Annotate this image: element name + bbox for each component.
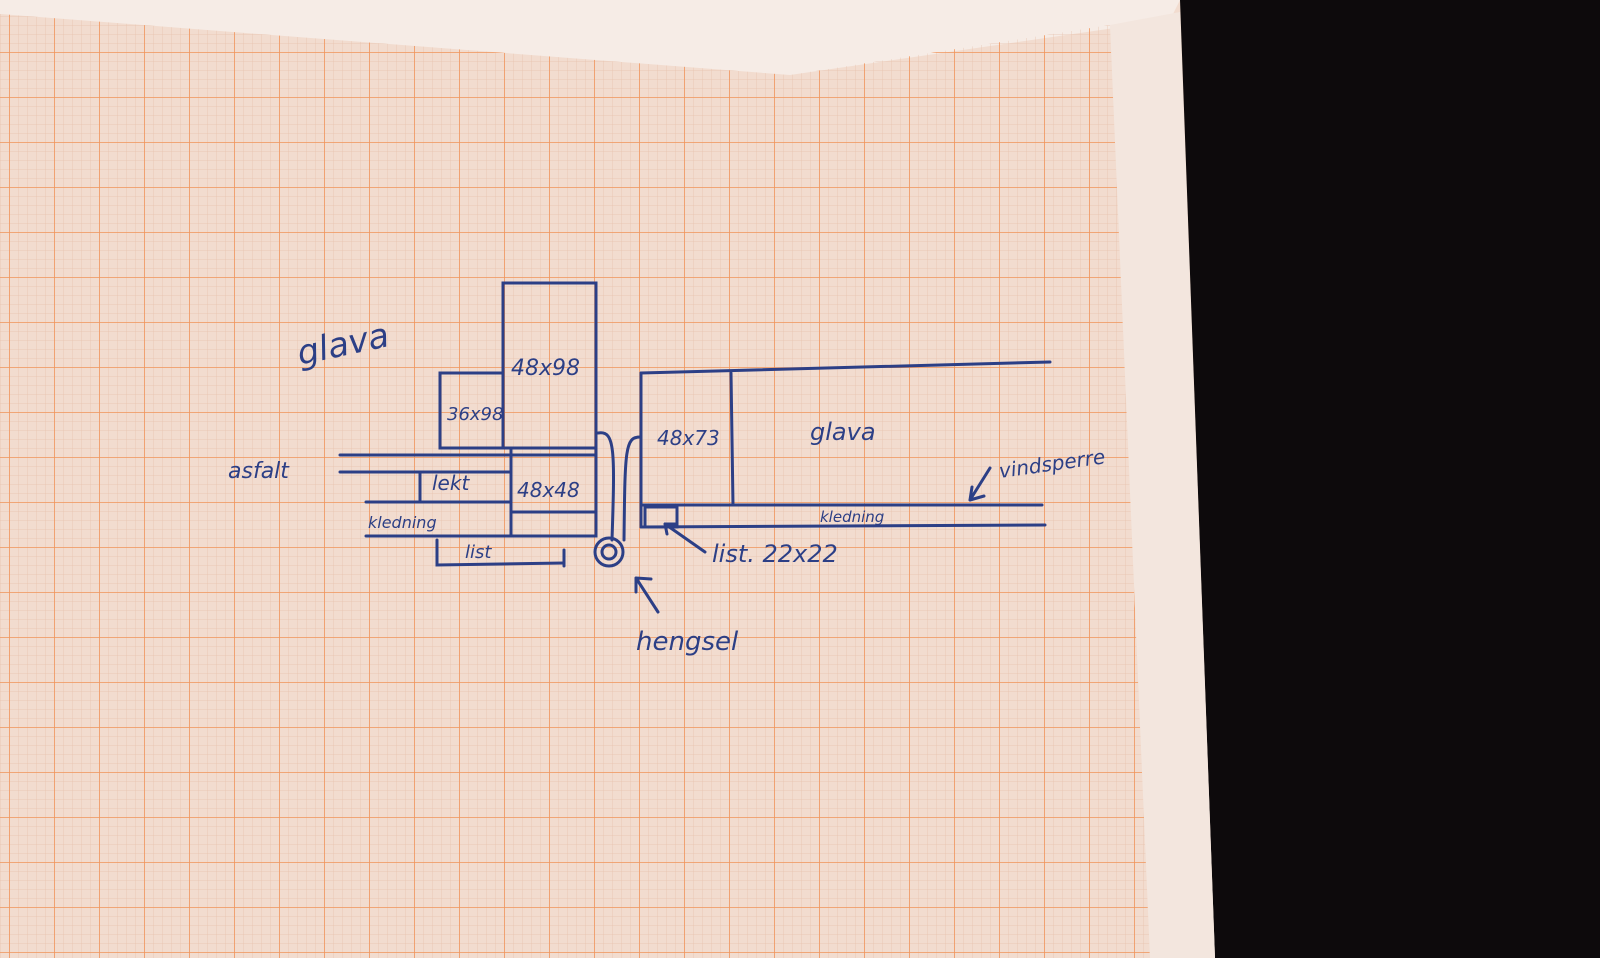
- label-kledning-right: kledning: [820, 508, 884, 526]
- hengsel-hinge-circle: [593, 536, 625, 568]
- label-kledning-left: kledning: [368, 513, 437, 532]
- paper-top-fold: [0, 0, 1180, 75]
- list-22x22-rect: [643, 505, 679, 529]
- stud-36x98-rect: [438, 371, 505, 450]
- frame-right-top: [639, 360, 1052, 375]
- label-list-22x22: list. 22x22: [712, 540, 838, 568]
- label-48x73: 48x73: [657, 426, 720, 450]
- graph-grid: [0, 14, 1150, 958]
- label-lekt: lekt: [432, 471, 470, 495]
- list-arrow: [663, 522, 707, 554]
- ink-drawing: [338, 281, 1052, 614]
- paper-margin: [1110, 12, 1215, 958]
- label-36x98: 36x98: [447, 404, 503, 425]
- label-hengsel: hengsel: [636, 627, 739, 657]
- hengsel-arrow: [634, 576, 660, 614]
- label-asfalt: asfalt: [228, 459, 290, 484]
- stud-48x48-rect: [509, 446, 598, 538]
- label-list-left: list: [465, 542, 492, 563]
- vindsperre-arrow: [968, 466, 992, 502]
- label-48x98: 48x98: [511, 356, 580, 381]
- label-glava-right: glava: [810, 418, 876, 446]
- label-48x48: 48x48: [517, 478, 580, 502]
